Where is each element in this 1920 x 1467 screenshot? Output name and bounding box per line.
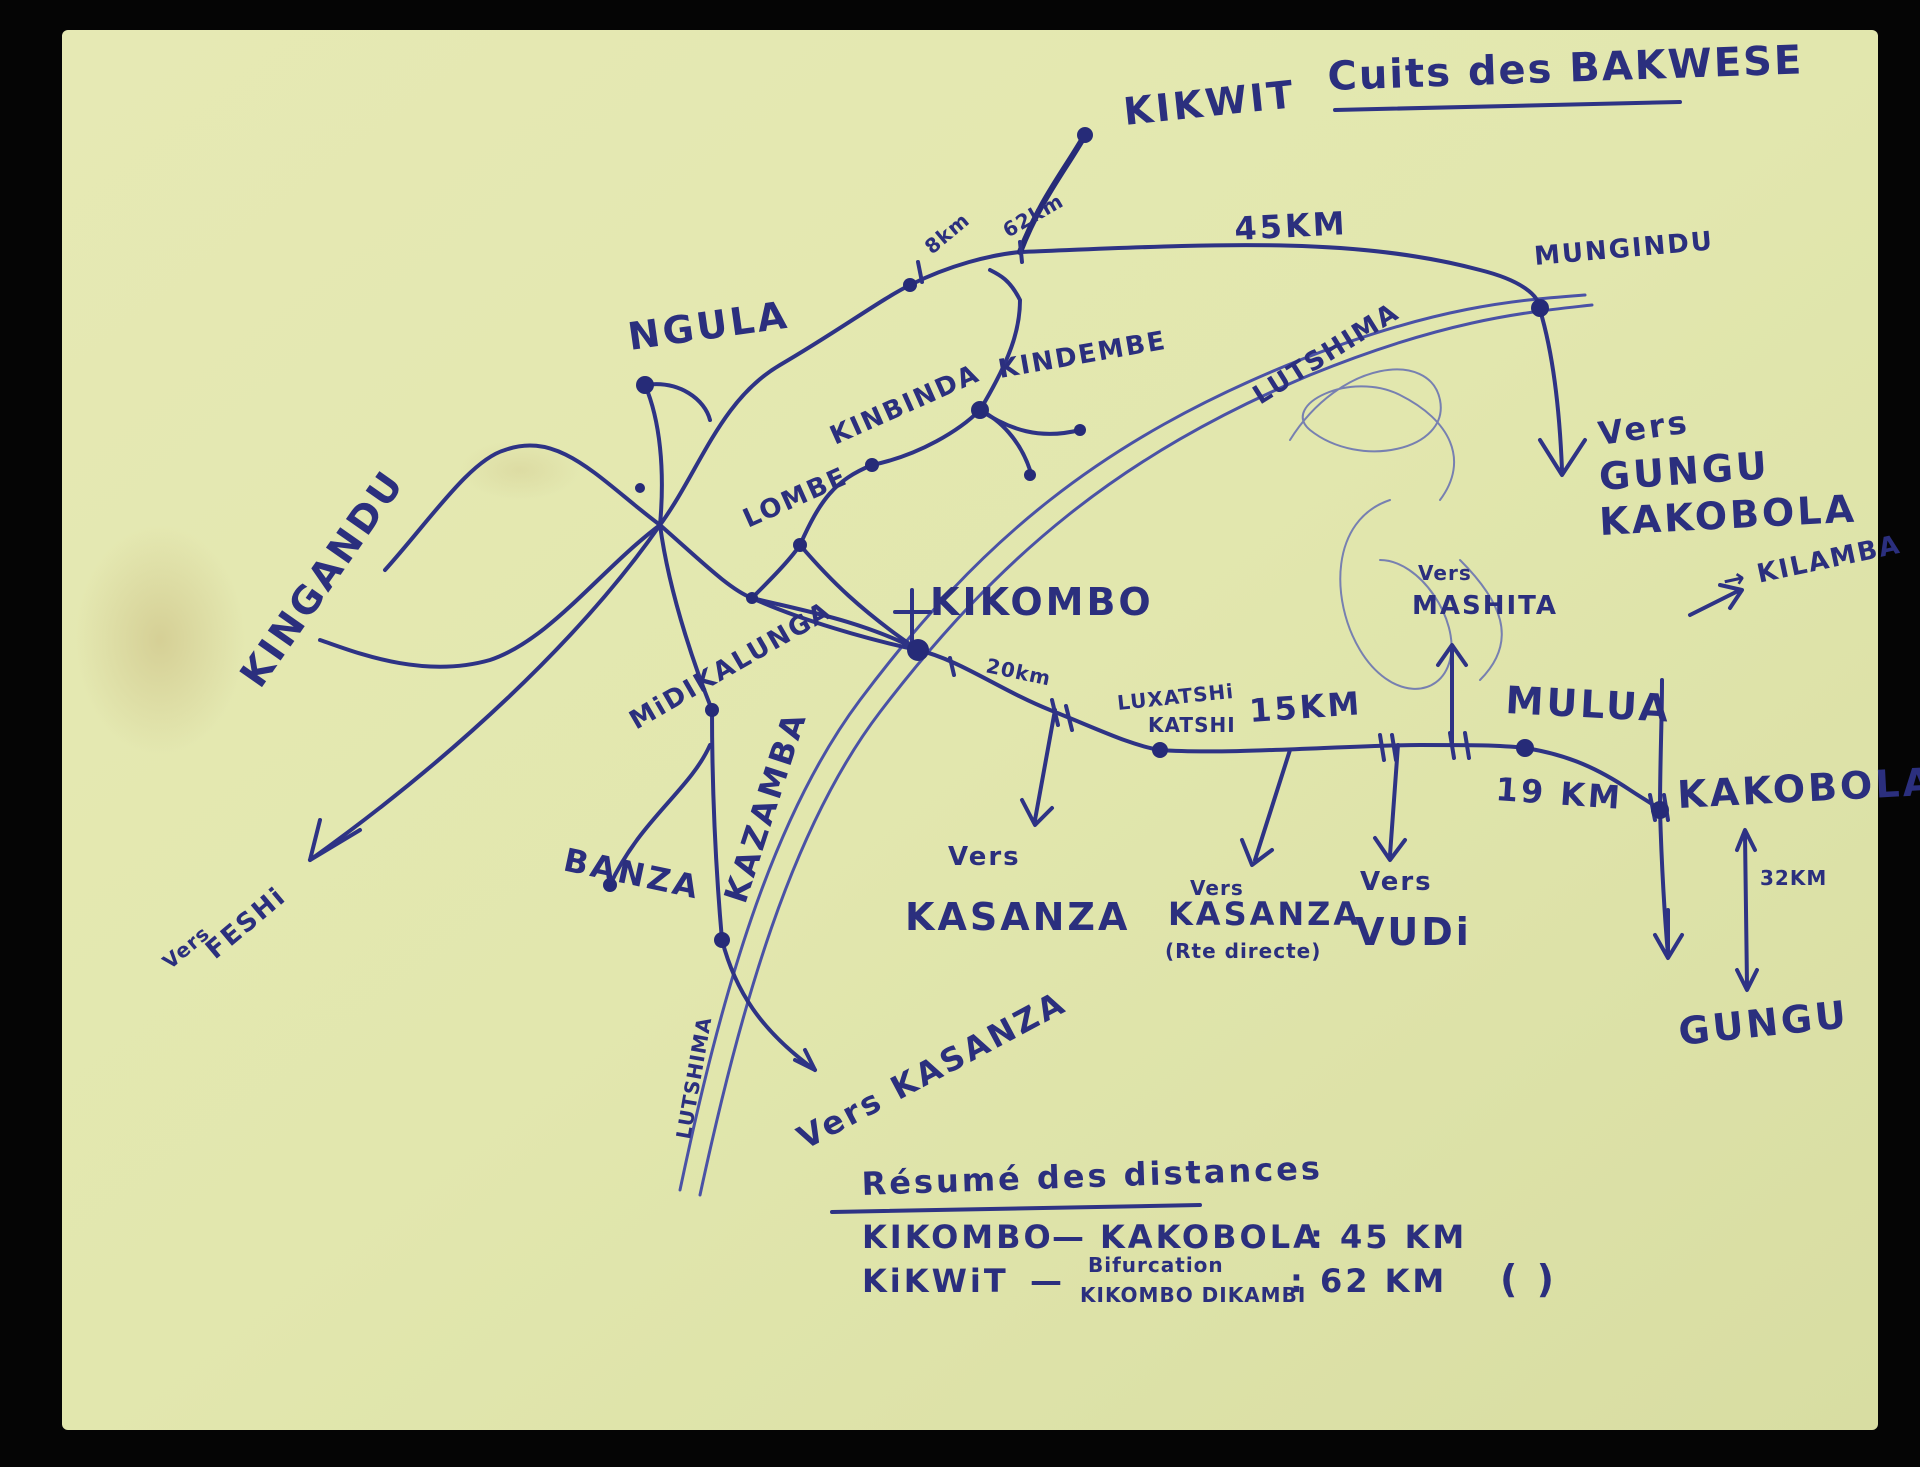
tick-mark <box>916 260 924 284</box>
node-luxatshi <box>1152 742 1168 758</box>
arrow-to-vudi <box>1373 743 1407 862</box>
arrow-to-mashita <box>1436 643 1468 745</box>
arrow-to-kasanza-a <box>1020 708 1057 827</box>
tick-mark <box>1064 704 1074 732</box>
road-banza <box>608 743 712 887</box>
node-bifurcation <box>903 278 917 292</box>
road-kikombo-mulua <box>916 648 1527 754</box>
tick-mark <box>1463 731 1471 760</box>
road-kikombo-link <box>798 543 920 652</box>
distance-15km: 15KM <box>1248 684 1364 730</box>
summary-line1-dash: — <box>1052 1218 1087 1256</box>
node-mulua <box>1516 739 1534 757</box>
summary-line1-from: KIKOMBO <box>862 1218 1054 1256</box>
arrow-to-kasanza-c <box>793 1048 817 1072</box>
road-west-kinguandu <box>383 443 662 572</box>
road-kindembe-branch-2 <box>978 408 1082 436</box>
road-junction-midikalunga <box>658 523 714 712</box>
road-ngula-hook <box>643 382 712 422</box>
road-lombe <box>750 408 982 600</box>
tick-mark <box>1050 698 1060 727</box>
place-mulua: MULUA <box>1505 678 1673 731</box>
distance-32km: 32KM <box>1760 866 1827 890</box>
summary-line1-value: : 45 KM <box>1310 1218 1467 1256</box>
tick-mark <box>1378 733 1386 762</box>
arrow-to-feshi <box>308 818 362 862</box>
scribble <box>1339 499 1453 690</box>
node-kikwit <box>1077 127 1093 143</box>
summary-line2-value: : 62 KM <box>1290 1262 1447 1300</box>
direction-kasanza-a: KASANZA <box>905 895 1130 939</box>
direction-vers-vudi: Vers <box>1360 867 1433 897</box>
road-west-plain <box>318 523 662 669</box>
node-kazamba <box>714 932 730 948</box>
summary-line2-dash: — <box>1030 1262 1065 1300</box>
kikombo-cross <box>893 588 932 652</box>
tick-mark <box>1448 731 1456 760</box>
scribble <box>1289 368 1456 501</box>
node-kindembe-south <box>1024 469 1036 481</box>
road-northern-loop <box>658 243 1542 527</box>
summary-underline <box>830 1203 1202 1214</box>
node-junction <box>746 592 758 604</box>
road-to-kikombo-from-west <box>750 596 920 652</box>
node-kindembe <box>971 401 989 419</box>
road-kakobola-south <box>1658 678 1664 812</box>
road-kazamba-kasanza <box>720 938 817 1072</box>
direction-kasanza-b: KASANZA <box>1168 895 1361 933</box>
arrow-to-gungu <box>1653 908 1684 960</box>
road-to-feshi <box>308 523 662 862</box>
node-kikombo <box>907 639 929 661</box>
node-mungindu <box>1531 299 1549 317</box>
summary-line1-to: KAKOBOLA <box>1100 1218 1321 1256</box>
paper-background <box>62 30 1878 1430</box>
paper-stain <box>460 440 580 500</box>
paper-stain <box>75 525 245 755</box>
node-kakobola <box>1651 801 1669 819</box>
arrow-kilamba <box>1688 583 1744 617</box>
direction-vers-mashita-1: Vers <box>1418 561 1472 585</box>
distance-45km: 45KM <box>1233 204 1348 248</box>
place-kikombo: KIKOMBO <box>930 580 1154 624</box>
river-lutshima-bank <box>698 303 1594 1197</box>
road-midikalunga-kazamba <box>710 708 724 942</box>
river-lutshima <box>678 293 1587 1192</box>
node-west-hook <box>635 483 645 493</box>
arrow-32km <box>1735 828 1759 992</box>
distance-19km: 19 KM <box>1494 770 1624 817</box>
tick-mark <box>1390 733 1398 762</box>
arrow-to-gungu-kakobola <box>1538 308 1587 477</box>
direction-vudi: VUDi <box>1355 910 1472 954</box>
node-midikalunga <box>705 703 719 717</box>
direction-route-directe: (Rte directe) <box>1165 939 1321 963</box>
place-katshi: KATSHI <box>1148 713 1236 737</box>
scribble <box>1459 559 1503 681</box>
node-lombe <box>793 538 807 552</box>
node-kindembe-east <box>1074 424 1086 436</box>
tick-mark <box>1018 240 1024 264</box>
node-ngula <box>636 376 654 394</box>
direction-mashita: MASHITA <box>1412 591 1558 621</box>
node-banza <box>603 878 617 892</box>
title-underline <box>1333 100 1682 112</box>
summary-line2-from: KiKWiT <box>862 1262 1009 1300</box>
road-kikwit <box>1017 132 1088 255</box>
summary-line2-to-a: Bifurcation <box>1088 1253 1224 1277</box>
road-ngula-junction <box>643 383 664 527</box>
tick-mark <box>948 656 956 677</box>
road-kimbinda <box>978 268 1022 412</box>
node-kimbinda <box>865 458 879 472</box>
summary-line2-to-b: KIKOMBO DIKAMBI <box>1080 1283 1306 1307</box>
direction-vers-kasanza-b: Vers <box>1190 876 1244 900</box>
summary-line2-paren: ( ) <box>1500 1257 1557 1301</box>
direction-vers-kasanza-a: Vers <box>948 842 1021 872</box>
arrow-to-kasanza-b <box>1240 748 1292 867</box>
